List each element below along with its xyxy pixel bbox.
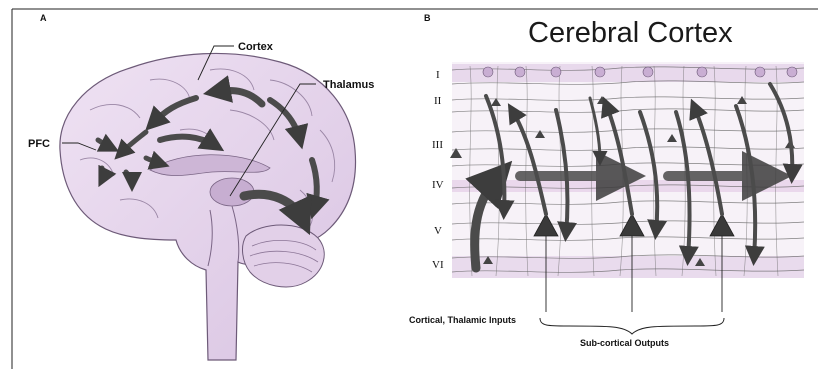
panel-b-title: Cerebral Cortex xyxy=(528,17,733,49)
panel-b-letter: B xyxy=(424,13,431,23)
cortex-label: Cortex xyxy=(238,41,274,53)
panel-a: A xyxy=(28,13,374,360)
outputs-brace xyxy=(540,318,724,334)
pfc-label: PFC xyxy=(28,138,50,150)
layer-label-i: I xyxy=(436,69,440,81)
layer-label-ii: II xyxy=(434,95,442,107)
brain-sagittal-illustration xyxy=(60,53,356,360)
outputs-label: Sub-cortical Outputs xyxy=(580,338,669,348)
thalamus-label: Thalamus xyxy=(323,79,374,91)
inputs-label: Cortical, Thalamic Inputs xyxy=(409,315,516,325)
panel-b: B Cerebral Cortex xyxy=(409,13,804,348)
layer-label-vi: VI xyxy=(432,259,444,271)
panel-a-letter: A xyxy=(40,13,47,23)
layer-label-v: V xyxy=(434,225,442,237)
layer-label-iii: III xyxy=(432,139,443,151)
layer-labels: I II III IV V VI xyxy=(432,69,444,271)
layer-label-iv: IV xyxy=(432,179,444,191)
